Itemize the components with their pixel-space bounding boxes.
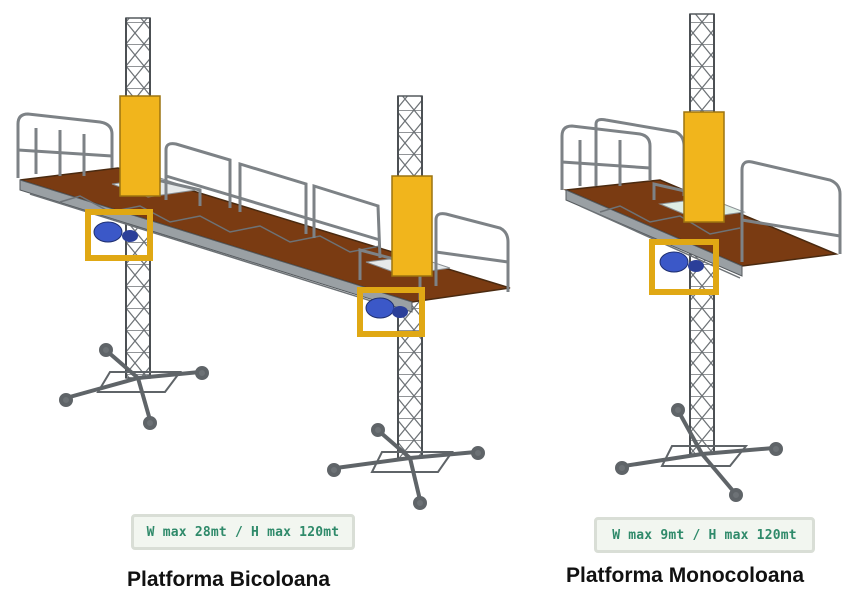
base-outrigger-right: [327, 423, 485, 510]
spec-badge-twin-mast: W max 28mt / H max 120mt: [131, 514, 355, 550]
platform-deck-short: [563, 179, 839, 279]
caption-single-mast: Platforma Monocoloana: [566, 564, 805, 587]
caption-twin-mast: Platforma Bicoloana: [127, 568, 331, 591]
guard-rails-long: [16, 112, 510, 300]
drive-unit-right: [357, 175, 433, 337]
drive-unit-single: [649, 111, 725, 295]
mast-platform-illustration: [16, 13, 842, 510]
spec-badge-single-mast: W max 9mt / H max 120mt: [594, 517, 815, 553]
twin-mast-platform: [16, 17, 511, 510]
base-outrigger-left: [59, 343, 209, 430]
single-mast-platform: [560, 13, 842, 502]
drive-unit-left: [85, 95, 161, 261]
guard-rails-short: [560, 118, 842, 262]
base-outrigger-single: [615, 403, 783, 502]
